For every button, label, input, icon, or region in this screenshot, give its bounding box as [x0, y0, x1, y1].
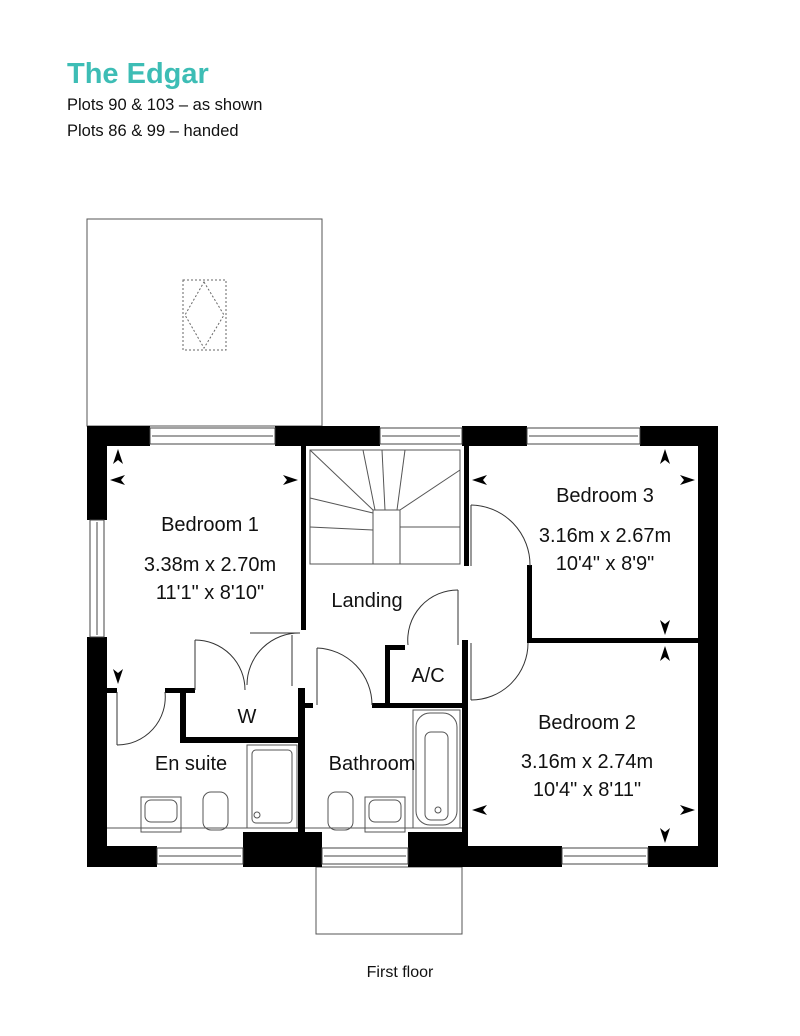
wardrobe-label: W [238, 706, 257, 728]
staircase [309, 449, 461, 565]
bedroom1-imperial: 11'1" x 8'10" [156, 582, 264, 604]
bedroom2-metric: 3.16m x 2.74m [521, 751, 653, 773]
bedroom3-metric: 3.16m x 2.67m [539, 525, 671, 547]
interior-walls [107, 446, 698, 846]
bedroom1-label: Bedroom 1 [161, 514, 259, 536]
bedroom1-metric: 3.38m x 2.70m [144, 554, 276, 576]
porch-roof-outline [315, 866, 463, 935]
skylight-icon [182, 279, 227, 351]
roof-outline [86, 218, 323, 427]
bedroom3-imperial: 10'4" x 8'9" [556, 553, 655, 575]
bedroom2-label: Bedroom 2 [538, 712, 636, 734]
door-swings [116, 504, 531, 746]
landing-label: Landing [331, 590, 402, 612]
floor-caption: First floor [367, 964, 434, 981]
windows [89, 427, 649, 865]
ensuite-label: En suite [155, 753, 227, 775]
plan-title: The Edgar [67, 58, 209, 90]
dimension-arrows [110, 449, 695, 843]
outer-walls [87, 426, 718, 867]
ac-label: A/C [411, 665, 444, 687]
plots-handed: Plots 86 & 99 – handed [67, 122, 239, 140]
bathroom-label: Bathroom [329, 753, 416, 775]
bedroom2-imperial: 10'4" x 8'11" [533, 779, 641, 801]
bedroom3-label: Bedroom 3 [556, 485, 654, 507]
plots-as-shown: Plots 90 & 103 – as shown [67, 96, 263, 114]
sanitary-ware [107, 709, 462, 833]
